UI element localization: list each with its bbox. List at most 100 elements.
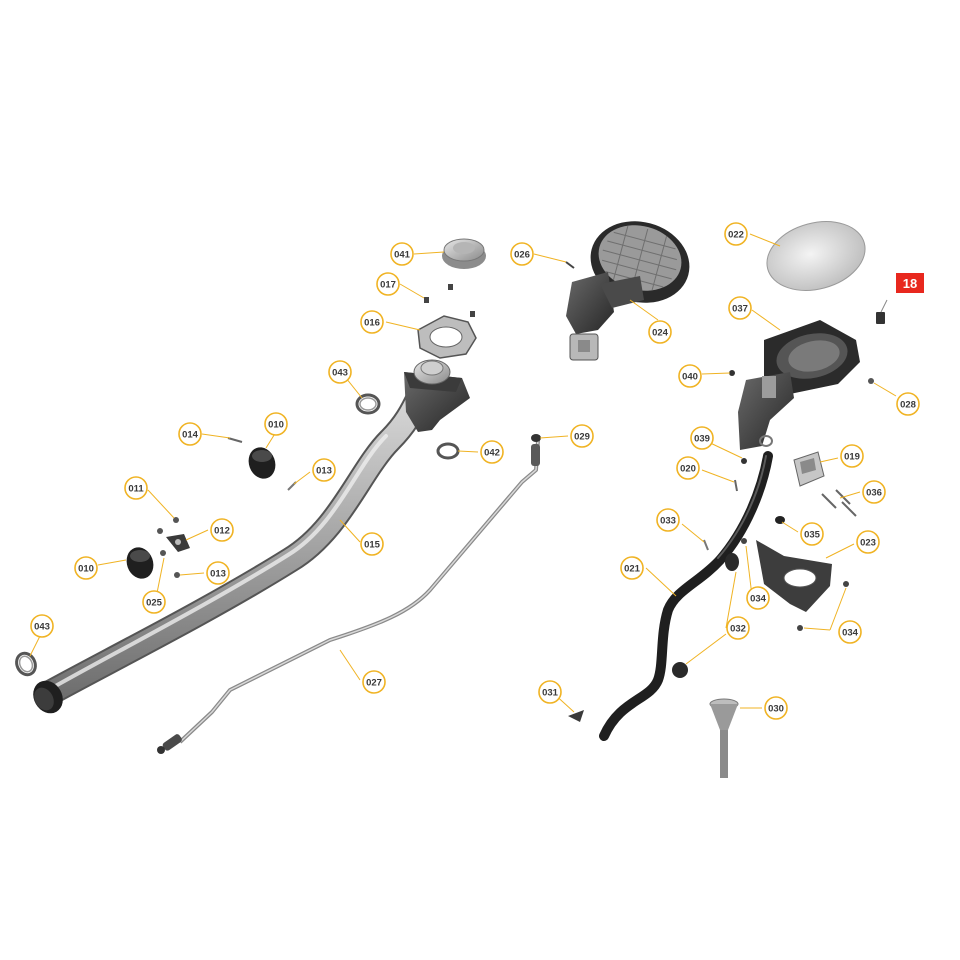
- callout-ring: [656, 508, 680, 532]
- callout-c020[interactable]: 020: [676, 456, 700, 480]
- callout-c015[interactable]: 015: [360, 532, 384, 556]
- callout-c034a[interactable]: 034: [746, 586, 770, 610]
- callout-number: 027: [366, 678, 382, 689]
- callout-number: 020: [680, 464, 696, 475]
- callout-labels: 041 026 022 017 016 024 037 043 040 028 014 010 029 0…: [30, 222, 920, 720]
- callout-c010b[interactable]: 010: [74, 556, 98, 580]
- callout-c041[interactable]: 041: [390, 242, 414, 266]
- callout-c010a[interactable]: 010: [264, 412, 288, 436]
- callout-ring: [264, 412, 288, 436]
- bolt-part-014: [227, 437, 243, 443]
- fuel-pocket-part: [738, 320, 860, 450]
- tube-end-seal-part: [33, 680, 63, 714]
- callout-number: 025: [146, 598, 163, 609]
- fuel-cap-part: [442, 238, 486, 269]
- callout-ring: [360, 310, 384, 334]
- callout-c033[interactable]: 033: [656, 508, 680, 532]
- hose-clamp-part-upper: [355, 393, 381, 415]
- highlighted-part-tag[interactable]: 18: [896, 273, 924, 293]
- callout-c012[interactable]: 012: [210, 518, 234, 542]
- callout-c034b[interactable]: 034: [838, 620, 862, 644]
- screw-part-011: [157, 517, 179, 534]
- callout-ring: [376, 272, 400, 296]
- callout-number: 036: [866, 488, 882, 499]
- callout-c016[interactable]: 016: [360, 310, 384, 334]
- callout-ring: [896, 392, 920, 416]
- callout-number: 012: [214, 526, 230, 537]
- callout-c039[interactable]: 039: [690, 426, 714, 450]
- callout-number: 037: [732, 304, 748, 315]
- callout-number: 026: [514, 250, 530, 261]
- callout-number: 041: [394, 250, 411, 261]
- callout-ring: [840, 444, 864, 468]
- callout-c027[interactable]: 027: [362, 670, 386, 694]
- callout-c030[interactable]: 030: [764, 696, 788, 720]
- callout-c043b[interactable]: 043: [30, 614, 54, 638]
- callout-number: 013: [210, 569, 226, 580]
- screw-part-034a: [741, 538, 747, 544]
- callout-number: 033: [660, 516, 676, 527]
- callout-c013a[interactable]: 013: [312, 458, 336, 482]
- callout-ring: [360, 532, 384, 556]
- callout-number: 032: [730, 624, 746, 635]
- callout-ring: [538, 680, 562, 704]
- callout-number: 030: [768, 704, 784, 715]
- callout-c032[interactable]: 032: [726, 616, 750, 640]
- callout-ring: [312, 458, 336, 482]
- callout-ring: [726, 616, 750, 640]
- callout-number: 014: [182, 430, 199, 441]
- callout-number: 034: [842, 628, 859, 639]
- callout-c028[interactable]: 028: [896, 392, 920, 416]
- callout-c029[interactable]: 029: [570, 424, 594, 448]
- callout-c023[interactable]: 023: [856, 530, 880, 554]
- callout-c013b[interactable]: 013: [206, 561, 230, 585]
- funnel-part: [709, 698, 739, 778]
- callout-c011[interactable]: 011: [124, 476, 148, 500]
- leader-lines: [29, 233, 897, 713]
- clamp-part-032-lower: [672, 662, 688, 678]
- callout-number: 035: [804, 530, 821, 541]
- callout-number: 010: [268, 420, 284, 431]
- callout-ring: [124, 476, 148, 500]
- callout-c017[interactable]: 017: [376, 272, 400, 296]
- screw-part-034b: [797, 581, 849, 631]
- callout-ring: [838, 620, 862, 644]
- callout-ring: [862, 480, 886, 504]
- callout-c043a[interactable]: 043: [328, 360, 352, 384]
- callout-c042[interactable]: 042: [480, 440, 504, 464]
- fastener-part-013b: [174, 572, 180, 578]
- screw-part-033: [703, 539, 709, 551]
- callout-c036[interactable]: 036: [862, 480, 886, 504]
- callout-c031[interactable]: 031: [538, 680, 562, 704]
- callout-c025[interactable]: 025: [142, 590, 166, 614]
- callout-c019[interactable]: 019: [840, 444, 864, 468]
- callout-ring: [856, 530, 880, 554]
- callout-c024[interactable]: 024: [648, 320, 672, 344]
- callout-c014[interactable]: 014: [178, 422, 202, 446]
- screw-part-028: [868, 378, 874, 384]
- hose-clamp-part-042: [436, 442, 460, 460]
- callout-c035[interactable]: 035: [800, 522, 824, 546]
- callout-ring: [362, 670, 386, 694]
- highlight-badge: [896, 273, 924, 293]
- latch-part-018: [876, 299, 888, 324]
- callout-c026[interactable]: 026: [510, 242, 534, 266]
- breather-line-part: [157, 434, 541, 754]
- callout-c021[interactable]: 021: [620, 556, 644, 580]
- filler-tube-part: [35, 382, 433, 707]
- callout-ring: [678, 364, 702, 388]
- grommet-part-upper: [248, 447, 276, 479]
- bracket-part-023: [756, 540, 832, 612]
- callout-c037[interactable]: 037: [728, 296, 752, 320]
- callout-number: 023: [860, 538, 876, 549]
- callout-ring: [746, 586, 770, 610]
- highlight-label: 18: [903, 276, 917, 291]
- callout-c022[interactable]: 022: [724, 222, 748, 246]
- callout-ring: [648, 320, 672, 344]
- bracket-part-012: [166, 534, 190, 552]
- callout-c040[interactable]: 040: [678, 364, 702, 388]
- callout-number: 043: [34, 622, 50, 633]
- callout-number: 016: [364, 318, 380, 329]
- screws-part-036: [821, 489, 857, 517]
